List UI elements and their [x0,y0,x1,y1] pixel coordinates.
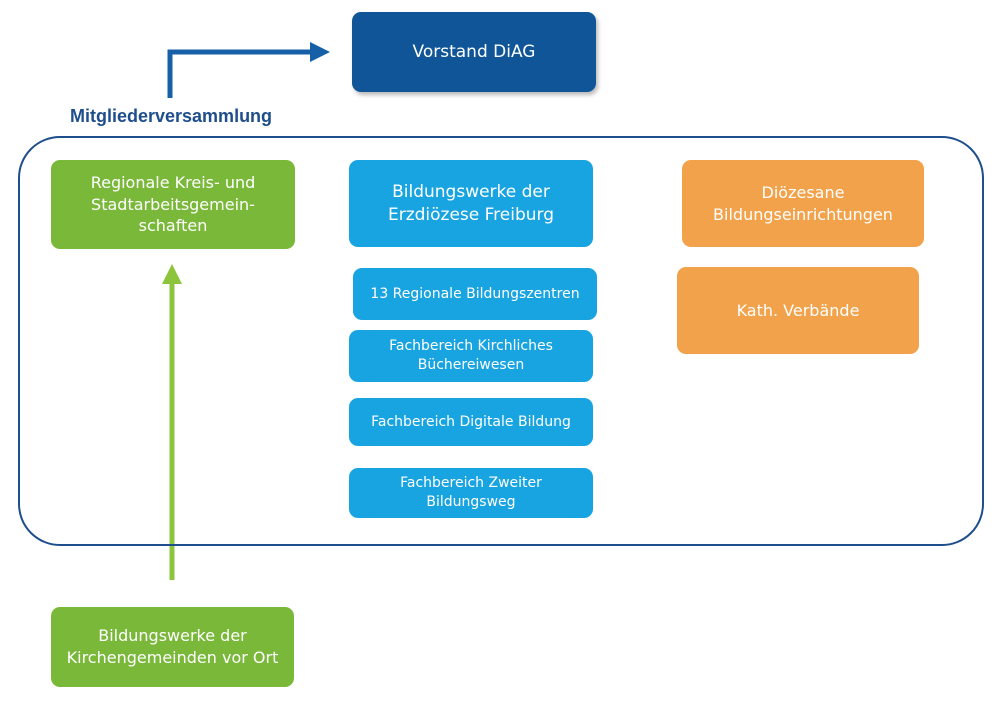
local-box: Bildungswerke der Kirchengemeinden vor O… [51,607,294,687]
orange-box-label: Diözesane Bildungseinrichtungen [713,182,893,224]
board-box: Vorstand DiAG [352,12,596,92]
assembly-container [18,136,984,546]
elbow-arrow-right-icon [167,42,330,98]
bildungswerke-item: Fachbereich Kirchliches Büchereiwesen [349,330,593,382]
local-label: Bildungswerke der Kirchengemeinden vor O… [66,626,279,667]
bildungswerke-item-label: 13 Regionale Bildungszentren [370,285,580,302]
bildungswerke-box: Bildungswerke der Erzdiözese Freiburg [349,160,593,247]
assembly-heading: Mitgliederversammlung [70,106,273,126]
regional-label: Regionale Kreis- und Stadtarbeitsgemein-… [90,173,256,236]
orange-box-label: Kath. Verbände [736,300,860,320]
regional-box: Regionale Kreis- und Stadtarbeitsgemein-… [51,160,295,249]
bildungswerke-item-label: Fachbereich Kirchliches Büchereiwesen [389,338,553,373]
bildungswerke-item: Fachbereich Digitale Bildung [349,398,593,446]
orange-box: Kath. Verbände [677,267,919,354]
bildungswerke-label: Bildungswerke der Erzdiözese Freiburg [387,181,555,225]
bildungswerke-item: Fachbereich Zweiter Bildungsweg [349,468,593,518]
board-label: Vorstand DiAG [412,41,536,62]
orange-box: Diözesane Bildungseinrichtungen [682,160,924,247]
bildungswerke-item-label: Fachbereich Zweiter Bildungsweg [400,475,542,510]
bildungswerke-item: 13 Regionale Bildungszentren [353,268,597,320]
bildungswerke-item-label: Fachbereich Digitale Bildung [371,413,571,430]
